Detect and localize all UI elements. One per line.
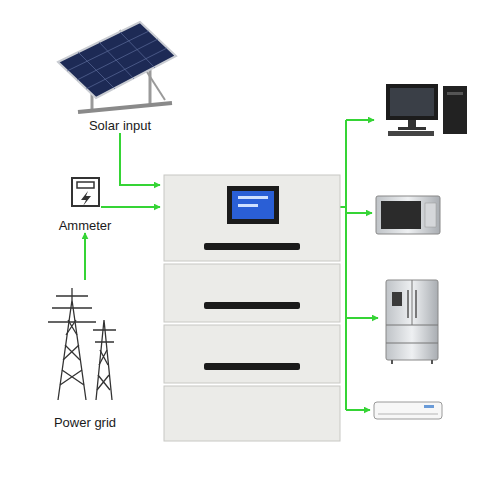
solar-panel: [58, 22, 176, 112]
battery-module: [164, 175, 340, 261]
monitor-base: [398, 127, 426, 130]
node-label: Power grid: [35, 415, 135, 430]
power-towers: [48, 288, 116, 400]
panel-grid: [67, 31, 167, 89]
monitor-screen: [390, 88, 434, 116]
refrigerator: [386, 280, 438, 364]
tower-arm: [93, 330, 116, 342]
tower-top: [71, 288, 72, 300]
node-label: Ammeter: [50, 218, 120, 233]
display-frame: [227, 186, 279, 224]
ammeter-symbol: [72, 178, 99, 206]
pc-drive: [447, 92, 463, 95]
battery-module: [164, 325, 340, 383]
monitor: [386, 84, 438, 120]
fridge-seam: [412, 280, 413, 325]
air-conditioner: [374, 402, 442, 419]
meter-display: [77, 182, 94, 188]
meter-body: [72, 178, 99, 206]
tower-lattice: [60, 320, 84, 385]
keyboard: [388, 131, 434, 136]
output-bus: [345, 120, 347, 410]
panel-face: [58, 22, 176, 98]
ac-body: [374, 402, 442, 419]
monitor-stand: [408, 120, 416, 128]
display-screen: [232, 191, 274, 219]
display-line: [238, 204, 258, 207]
ac-vent: [378, 414, 438, 415]
battery-unit: [164, 175, 340, 441]
fridge-foot: [431, 360, 433, 364]
tower-leg: [96, 320, 112, 400]
meter-node: Ammeter: [50, 175, 120, 233]
power-wires: [101, 120, 378, 410]
tower-leg: [58, 300, 86, 400]
tower-lattice: [97, 350, 110, 390]
ac-display: [424, 405, 434, 408]
fridge-seam: [386, 325, 438, 326]
load-wire: [346, 409, 370, 411]
handle-bar: [204, 363, 300, 370]
pc-tower: [443, 86, 467, 134]
handle-bar: [204, 302, 300, 309]
grid-node: Power grid: [35, 280, 135, 430]
fridge-seam: [386, 343, 438, 344]
meter-wire: [101, 206, 160, 208]
fridge-dispenser: [392, 292, 402, 306]
computer: [386, 84, 467, 136]
load-wire: [346, 317, 378, 319]
battery-module: [164, 386, 340, 441]
microwave: [376, 196, 440, 234]
display-line: [238, 196, 268, 199]
solar-wire: [120, 133, 160, 185]
fridge-body: [386, 280, 438, 360]
fridge-foot: [391, 360, 393, 364]
meter-bolt: [81, 191, 91, 206]
handle-bar: [204, 243, 300, 250]
battery-module: [164, 264, 340, 322]
solar-node: Solar input: [55, 15, 185, 133]
load-wire: [346, 119, 374, 121]
node-label: Solar input: [55, 118, 185, 133]
load-wire: [346, 212, 372, 214]
microwave-body: [376, 196, 440, 234]
power-connector: [84, 233, 86, 280]
microwave-window: [381, 201, 421, 229]
microwave-panel: [425, 203, 436, 227]
panel-rail: [78, 103, 172, 112]
fridge-handle: [415, 290, 417, 318]
fridge-handle: [407, 290, 409, 318]
